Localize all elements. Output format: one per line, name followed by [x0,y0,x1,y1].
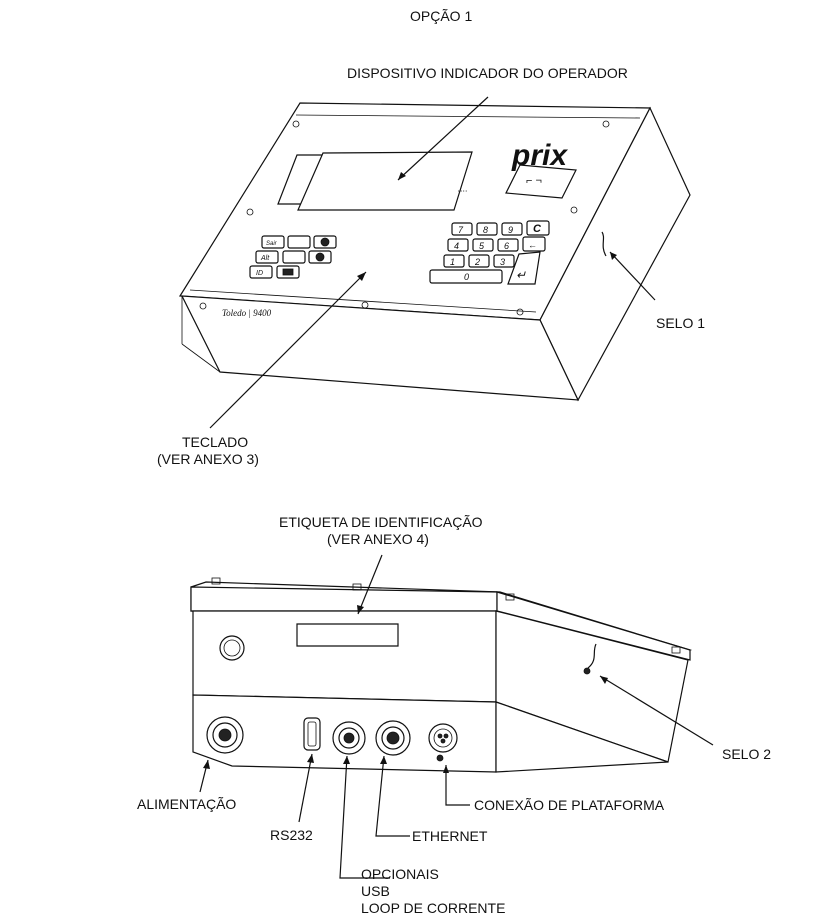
key-4[interactable] [447,238,469,252]
optional-current-loop-label: LOOP DE CORRENTE [361,900,506,916]
svg-text:⌐ ¬: ⌐ ¬ [526,175,542,187]
svg-text:3: 3 [500,257,505,267]
rs232-connector [303,717,321,751]
vent-plug [219,635,245,661]
key-9[interactable] [501,222,523,236]
indicator-top-view: prix • • • • ⌐ ¬ Toledo | 9400 7 8 9 C 4… [178,96,691,429]
svg-text:1: 1 [450,257,455,267]
svg-text:5: 5 [479,241,485,251]
key-8[interactable] [476,222,498,236]
key-0[interactable] [429,269,503,284]
svg-text:Sair: Sair [266,241,278,247]
svg-text:7: 7 [458,225,464,235]
identification-label-plate [296,623,399,647]
keyboard-label: TECLADO [182,434,249,450]
operator-display-label: DISPOSITIVO INDICADOR DO OPERADOR [347,65,628,81]
key-3[interactable] [493,254,515,268]
seal-1-leader [609,251,656,301]
key-7[interactable] [451,222,473,236]
rear-side-lower [495,701,669,773]
key-1[interactable] [443,254,465,268]
numeric-keypad: 7 8 9 C 4 5 6 ← 1 2 3 0 ↵ [429,220,550,285]
operator-display [297,151,473,211]
svg-text:8: 8 [483,225,488,235]
platform-connector [428,723,458,762]
key-id[interactable] [249,265,273,279]
ethernet-label: ETHERNET [412,828,488,844]
svg-text:C: C [533,223,542,235]
indicator-rear-view [190,554,714,879]
ethernet-connector [375,720,411,756]
display-leader [397,96,489,181]
svg-text:• • • •: • • • • [458,188,468,193]
key-enter[interactable] [507,251,541,285]
svg-text:↵: ↵ [516,268,526,282]
key-alt[interactable] [255,250,279,264]
svg-text:Alt: Alt [260,255,270,262]
navigation-pad [505,164,577,199]
power-connector [206,716,244,754]
seal-2-leader [599,675,714,746]
power-label: ALIMENTAÇÃO [137,796,237,812]
rs232-leader [298,753,313,823]
key-print[interactable] [282,250,306,264]
key-tare[interactable] [287,235,311,249]
keyboard-annex-label: (VER ANEXO 3) [157,451,259,467]
platform-leader [445,765,470,806]
key-exit[interactable] [261,235,285,249]
optional-connector [332,721,366,755]
optional-usb-label: USB [361,883,390,899]
svg-text:2: 2 [474,257,480,267]
svg-text:6: 6 [504,241,509,251]
seal-2-label: SELO 2 [722,746,772,762]
svg-text:0: 0 [464,272,469,282]
key-2[interactable] [468,254,490,268]
function-keys: Sair Alt ID [249,235,337,279]
key-backspace[interactable] [522,236,546,252]
seal-2-mark [587,643,597,669]
model-label: Toledo | 9400 [222,308,272,318]
front-skirt [180,295,579,401]
svg-text:←: ← [528,240,537,250]
key-6[interactable] [497,238,519,252]
optional-label: OPCIONAIS [361,866,439,882]
key-5[interactable] [472,238,494,252]
ethernet-leader [375,755,410,837]
id-label-title: ETIQUETA DE IDENTIFICAÇÃO [279,514,483,530]
rs232-label: RS232 [270,827,313,843]
optional-leader [339,755,390,879]
id-label-annex: (VER ANEXO 4) [327,531,429,547]
key-clear[interactable] [526,220,550,236]
page-title: OPÇÃO 1 [410,8,473,24]
svg-text:ID: ID [256,270,263,277]
seal-1-label: SELO 1 [656,315,706,331]
id-label-leader [357,554,383,615]
svg-text:9: 9 [508,225,513,235]
platform-connection-label: CONEXÃO DE PLATAFORMA [474,797,665,813]
keyboard-leader [209,271,367,429]
seal-1-mark [601,231,607,257]
svg-text:4: 4 [454,241,459,251]
